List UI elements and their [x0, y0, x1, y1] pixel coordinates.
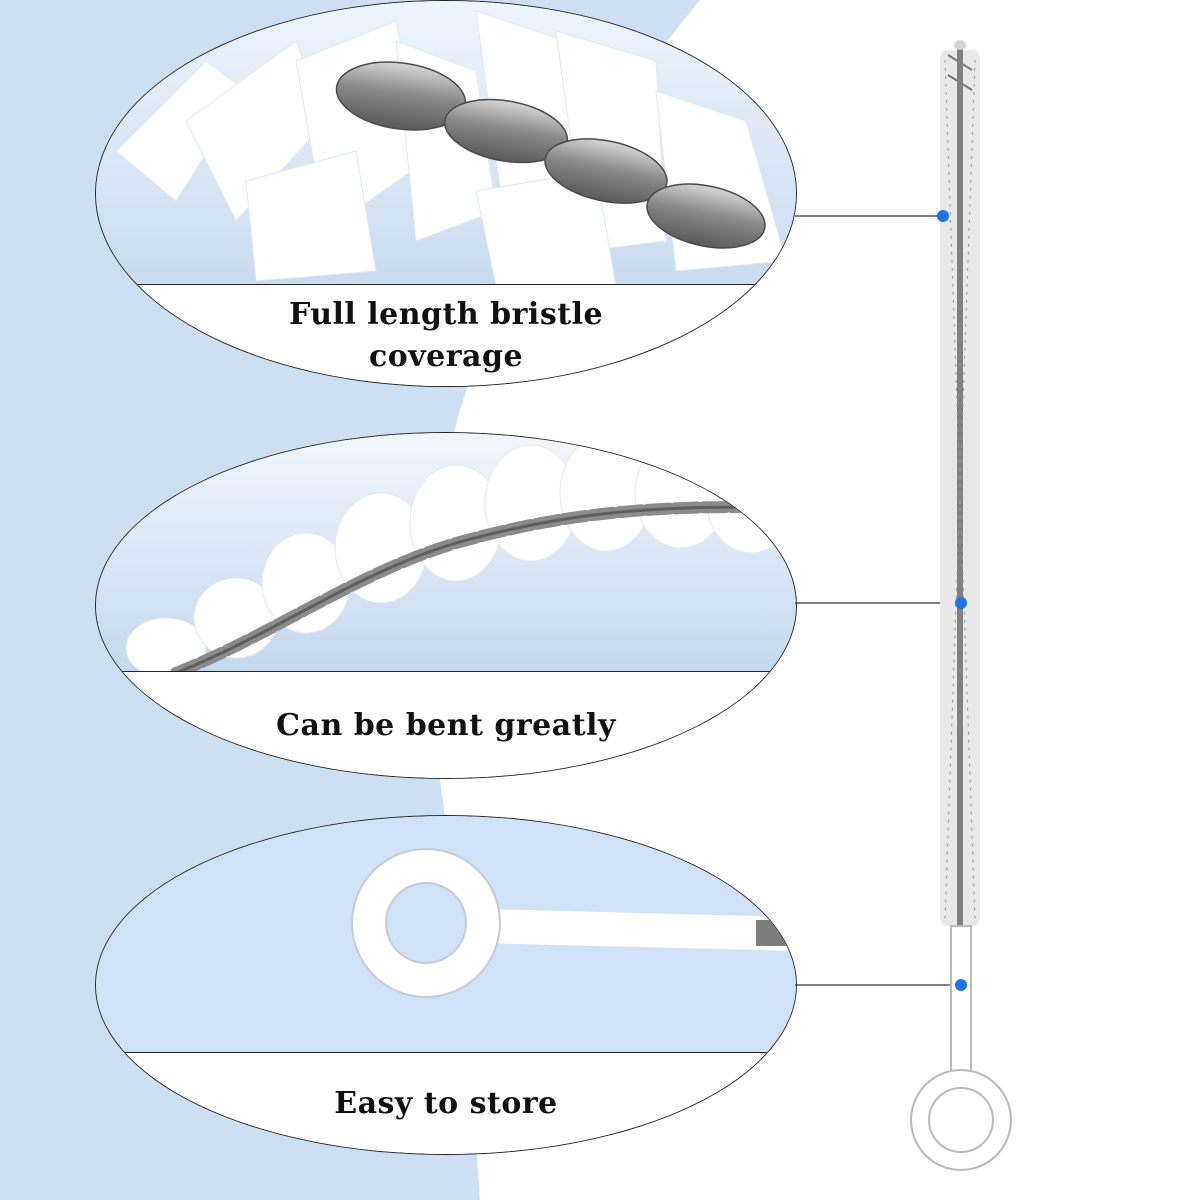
feature-caption: Can be bent greatly: [96, 671, 796, 778]
feature-oval-bendable: Can be bent greatly: [95, 432, 797, 779]
caption-line-1: Can be bent greatly: [276, 707, 616, 743]
bristle-closeup-photo: [96, 1, 796, 286]
loop-handle: [352, 849, 796, 997]
feature-caption: Easy to store: [96, 1052, 796, 1154]
feature-oval-bristle: Full length bristle coverage: [95, 0, 797, 387]
bent-brush-photo: [96, 433, 796, 673]
feature-oval-storage: Easy to store: [95, 815, 797, 1155]
loop-handle-photo: [96, 816, 796, 1056]
caption-line-1: Full length bristle: [288, 297, 604, 332]
caption-line-2: coverage: [368, 339, 524, 374]
caption-line-1: Easy to store: [334, 1086, 558, 1121]
feature-caption: Full length bristle coverage: [96, 284, 796, 386]
